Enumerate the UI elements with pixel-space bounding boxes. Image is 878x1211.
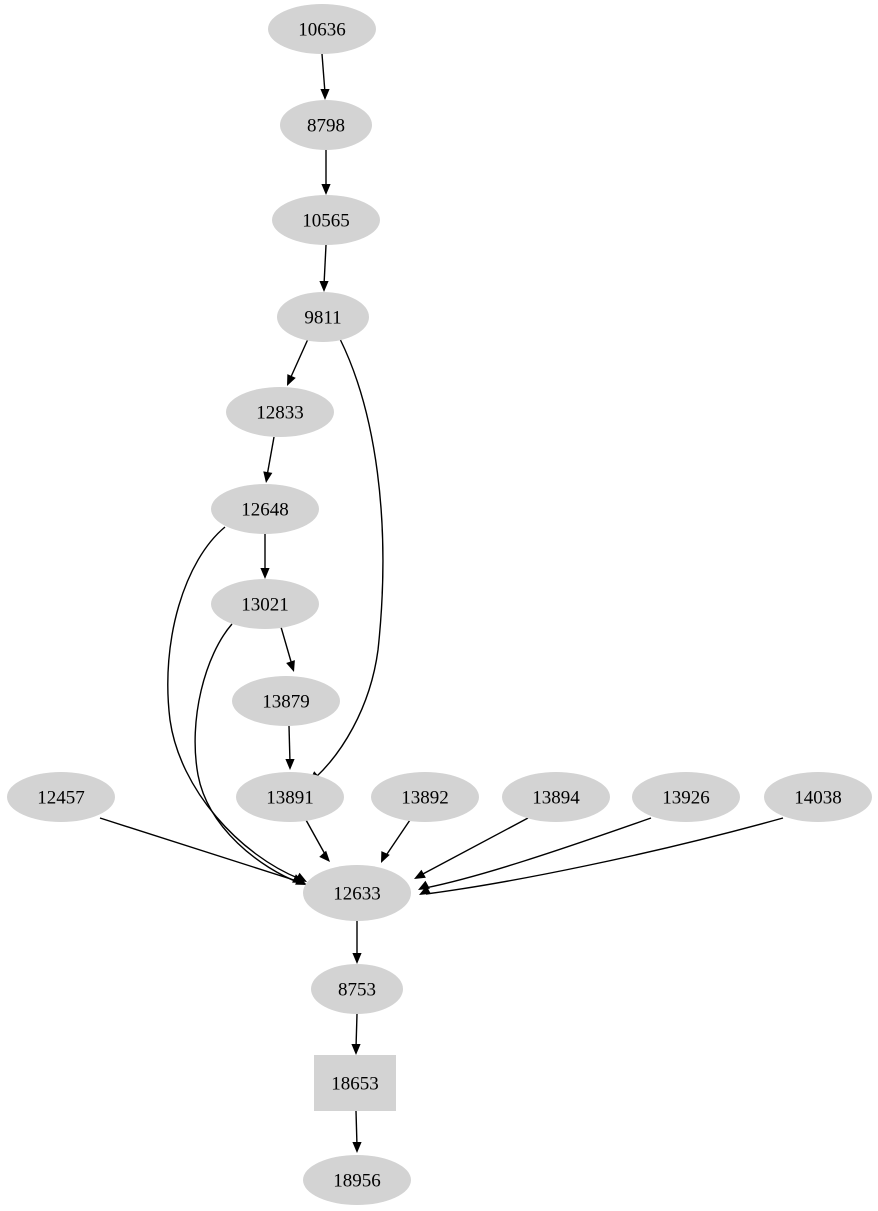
node-ellipse-13892[interactable] — [371, 772, 479, 822]
node-label-13926: 13926 — [662, 788, 710, 809]
node-ellipse-9811[interactable] — [277, 292, 369, 342]
node-label-12457: 12457 — [37, 788, 85, 809]
node-ellipse-12648[interactable] — [211, 484, 319, 534]
graph-node-18653[interactable]: 18653 — [314, 1055, 396, 1111]
edge-13926-to-12633 — [418, 817, 652, 890]
edge-18653-to-18956 — [352, 1110, 362, 1153]
node-label-10636: 10636 — [298, 20, 346, 41]
edge-8753-to-18653 — [351, 1013, 361, 1055]
node-ellipse-13891[interactable] — [236, 772, 344, 822]
node-label-13879: 13879 — [262, 692, 310, 713]
edge-9811-to-12833 — [287, 338, 309, 386]
graph-node-8753[interactable]: 8753 — [311, 964, 403, 1014]
graph-node-13879[interactable]: 13879 — [232, 676, 340, 726]
node-label-18653: 18653 — [331, 1074, 379, 1095]
node-label-14038: 14038 — [794, 788, 842, 809]
graph-node-10636[interactable]: 10636 — [268, 4, 376, 54]
graph-node-12833[interactable]: 12833 — [226, 387, 334, 437]
node-label-8753: 8753 — [338, 980, 376, 1001]
graph-node-12648[interactable]: 12648 — [211, 484, 319, 534]
node-rect-18653[interactable] — [314, 1055, 396, 1111]
node-label-13891: 13891 — [266, 788, 314, 809]
graph-node-10565[interactable]: 10565 — [272, 195, 380, 245]
edge-13891-to-12633 — [305, 819, 330, 862]
node-label-9811: 9811 — [304, 308, 341, 329]
edge-8798-to-10565 — [321, 150, 331, 195]
node-label-10565: 10565 — [302, 211, 350, 232]
node-ellipse-13894[interactable] — [502, 772, 610, 822]
node-label-8798: 8798 — [307, 116, 345, 137]
graph-node-13891[interactable]: 13891 — [236, 772, 344, 822]
node-label-12633: 12633 — [333, 884, 381, 905]
node-ellipse-12633[interactable] — [303, 865, 411, 921]
node-ellipse-12833[interactable] — [226, 387, 334, 437]
graph-node-18956[interactable]: 18956 — [303, 1155, 411, 1205]
edge-12457-to-12633 — [99, 817, 304, 883]
node-label-12833: 12833 — [256, 403, 304, 424]
node-ellipse-13926[interactable] — [632, 772, 740, 822]
edge-12833-to-12648 — [263, 436, 275, 483]
node-ellipse-8753[interactable] — [311, 964, 403, 1014]
graph-node-13894[interactable]: 13894 — [502, 772, 610, 822]
node-ellipse-13021[interactable] — [211, 579, 319, 629]
edge-13879-to-13891 — [285, 725, 295, 770]
node-label-12648: 12648 — [241, 500, 289, 521]
graph-node-13021[interactable]: 13021 — [211, 579, 319, 629]
edge-13894-to-12633 — [414, 817, 529, 879]
edge-13021-to-13879 — [280, 626, 295, 672]
edge-14038-to-12633 — [419, 817, 784, 895]
node-ellipse-10565[interactable] — [272, 195, 380, 245]
node-label-18956: 18956 — [333, 1171, 381, 1192]
edge-10636-to-8798 — [320, 53, 330, 100]
graph-node-12633[interactable]: 12633 — [303, 865, 411, 921]
edge-13892-to-12633 — [381, 819, 411, 863]
graph-node-14038[interactable]: 14038 — [764, 772, 872, 822]
node-ellipse-18956[interactable] — [303, 1155, 411, 1205]
node-label-13894: 13894 — [532, 788, 580, 809]
graph-node-13926[interactable]: 13926 — [632, 772, 740, 822]
node-label-13892: 13892 — [401, 788, 449, 809]
graph-node-9811[interactable]: 9811 — [277, 292, 369, 342]
graph-node-12457[interactable]: 12457 — [7, 772, 115, 822]
edge-12633-to-8753 — [352, 921, 362, 964]
node-ellipse-12457[interactable] — [7, 772, 115, 822]
edge-10565-to-9811 — [319, 244, 329, 292]
node-label-13021: 13021 — [241, 595, 289, 616]
node-ellipse-13879[interactable] — [232, 676, 340, 726]
node-ellipse-14038[interactable] — [764, 772, 872, 822]
graph-node-13892[interactable]: 13892 — [371, 772, 479, 822]
graph-node-8798[interactable]: 8798 — [280, 100, 372, 150]
edges-layer — [99, 53, 784, 1153]
nodes-layer: 10636 8798 10565 9811 12833 12648 13021 13879 12… — [7, 4, 872, 1205]
node-ellipse-8798[interactable] — [280, 100, 372, 150]
edge-12648-to-13021 — [260, 534, 270, 579]
node-ellipse-10636[interactable] — [268, 4, 376, 54]
